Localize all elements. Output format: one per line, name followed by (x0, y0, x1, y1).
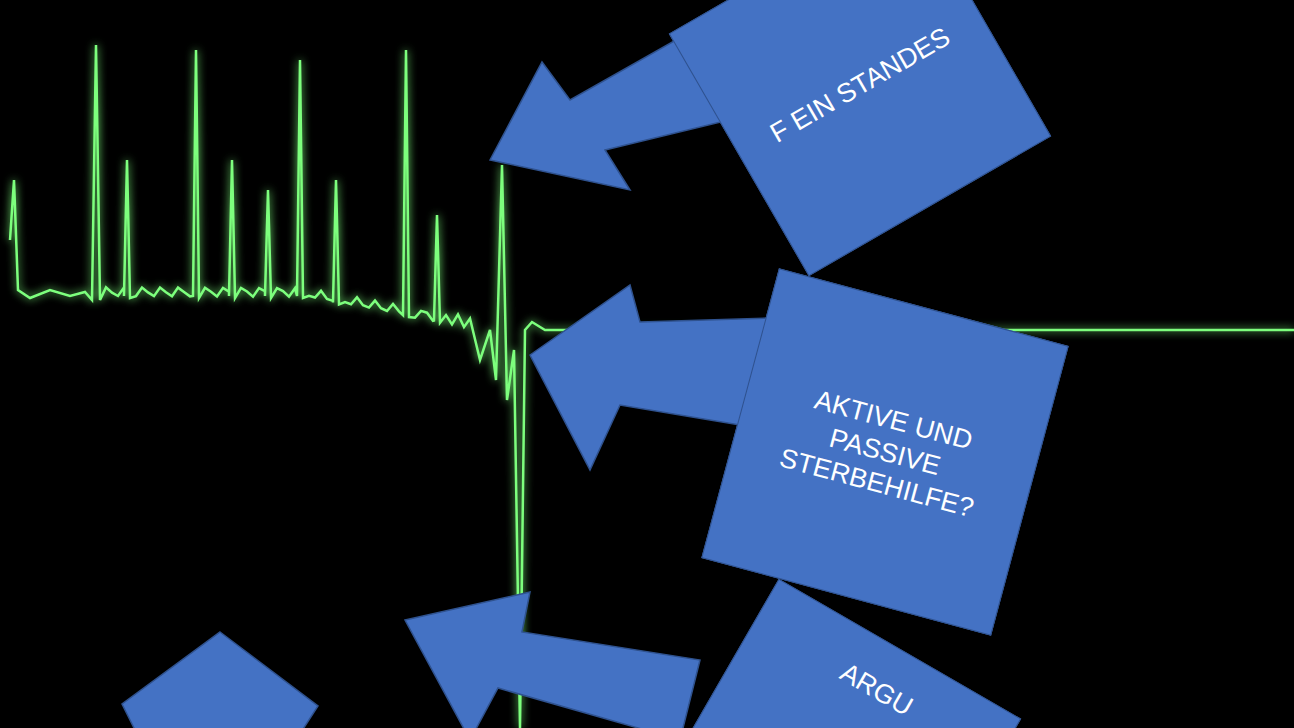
callout-arrow (122, 632, 318, 728)
callout-text: AKTIVE UND PASSIVE STERBEHILFE? (747, 371, 1023, 532)
ecg-trace (10, 45, 1294, 728)
callout-text: F EIN STANDES (748, 11, 972, 159)
callout-arrow (405, 592, 700, 728)
